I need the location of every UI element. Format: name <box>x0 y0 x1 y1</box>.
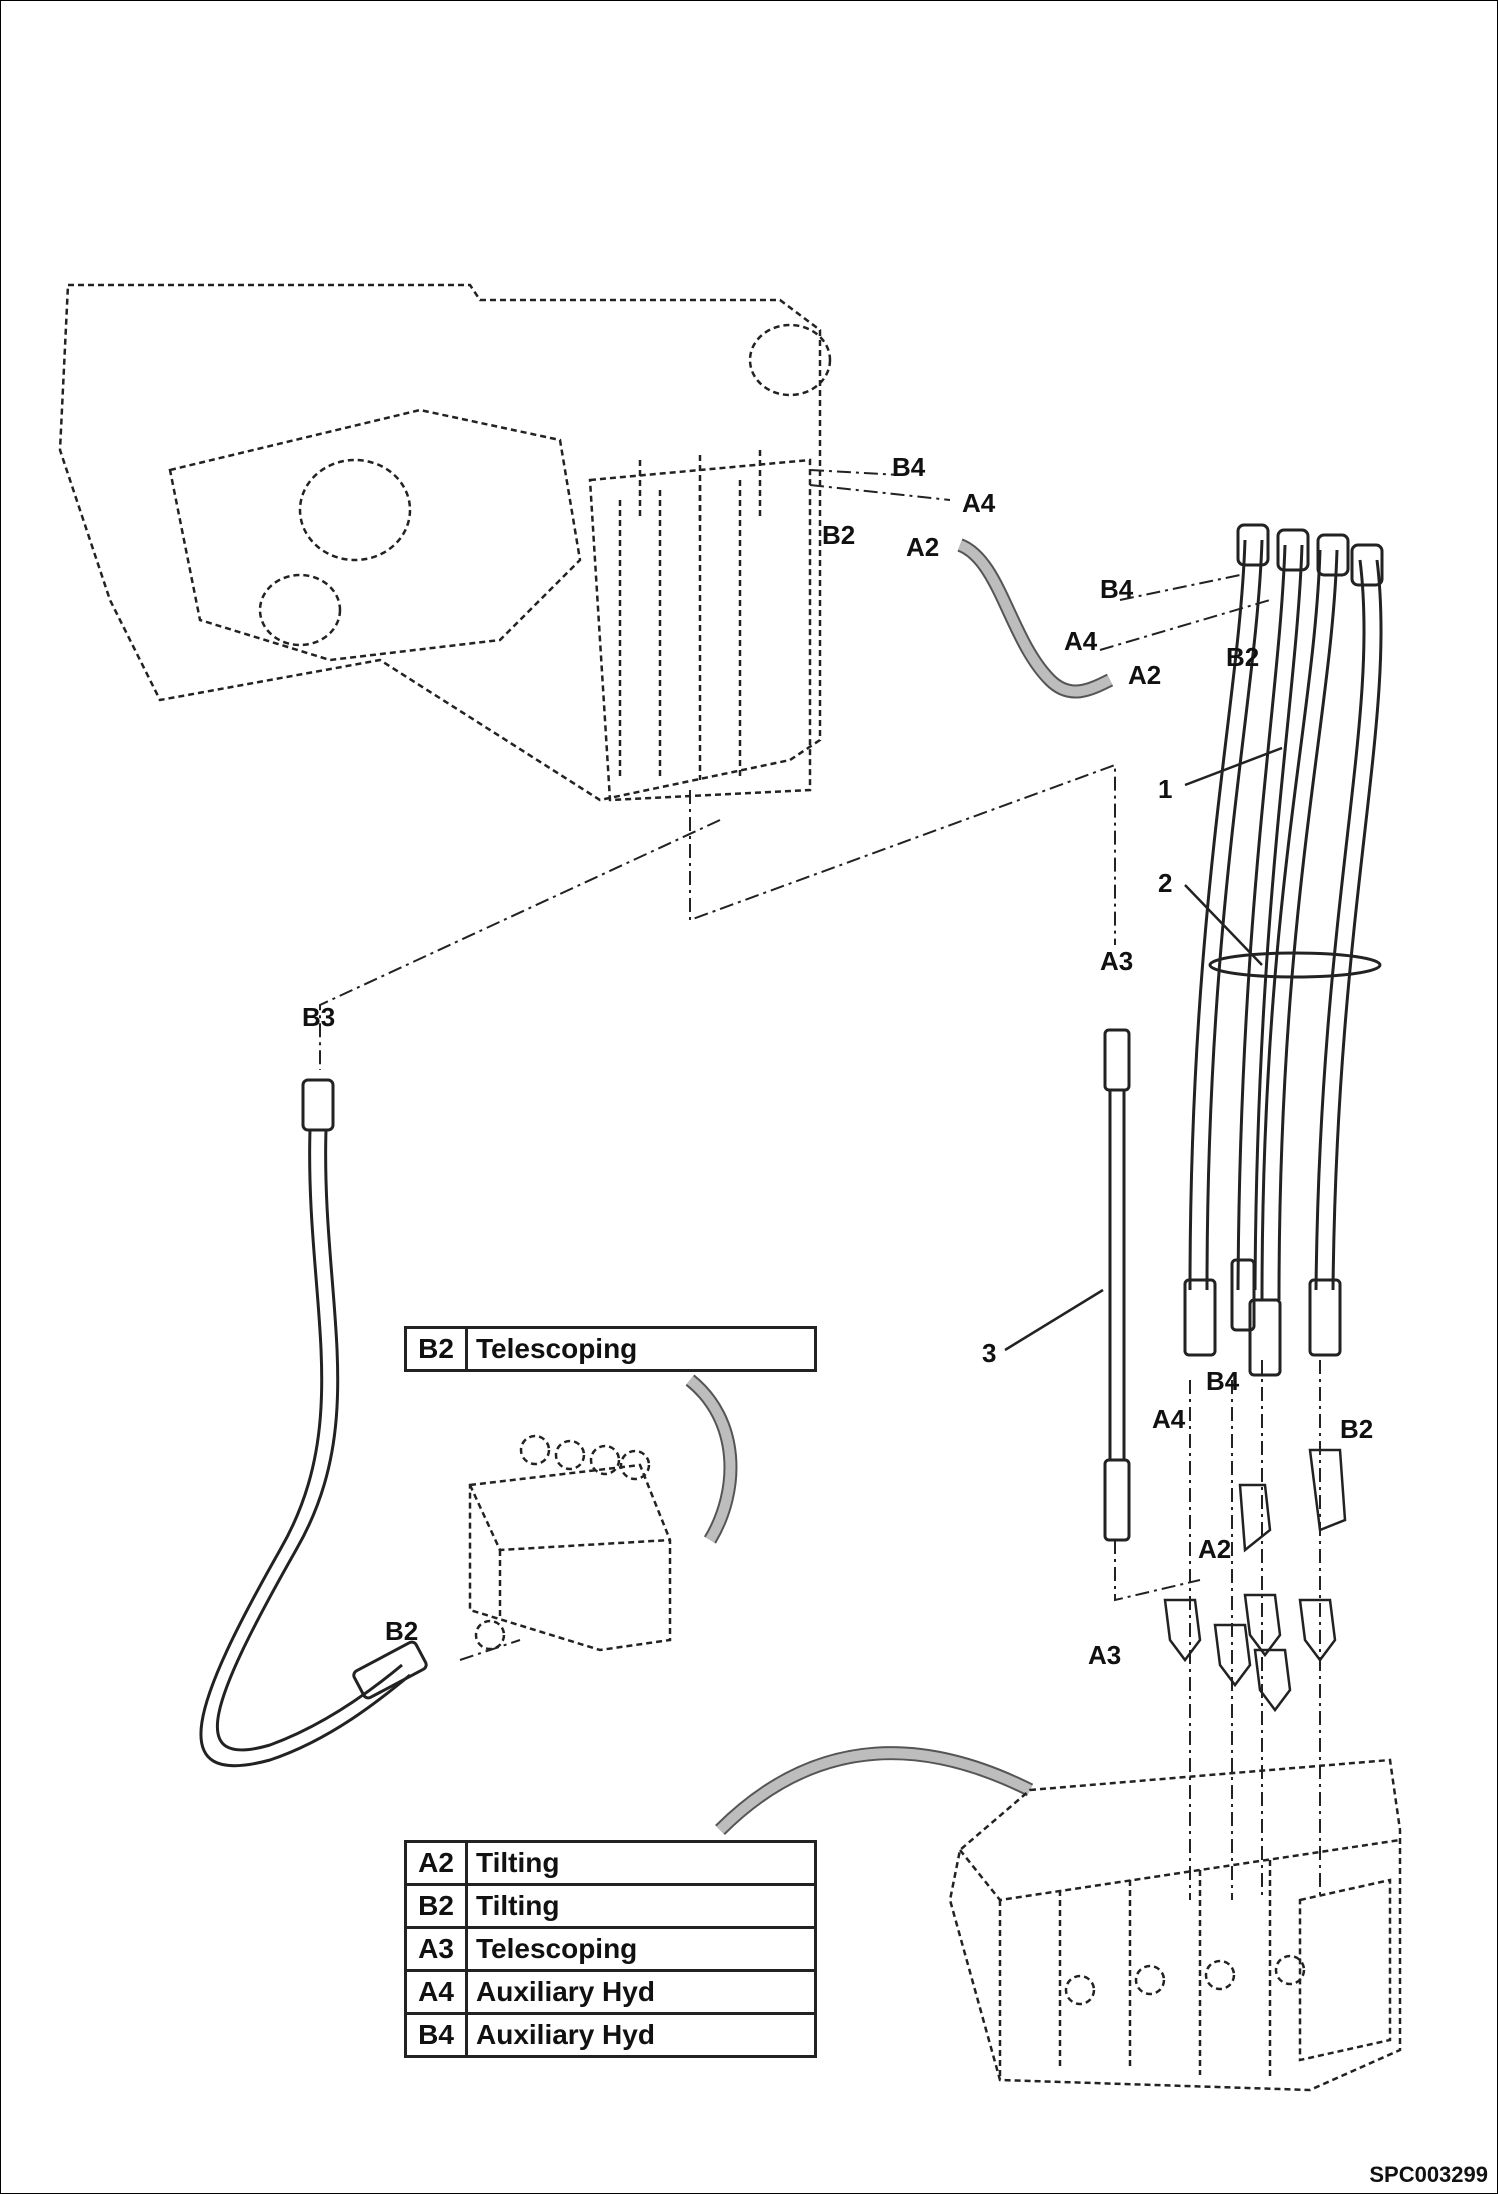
small-valve-block <box>468 1434 672 1652</box>
figure-code: SPC003299 <box>1369 2162 1488 2187</box>
hose-bundle <box>1183 523 1384 1377</box>
connection-label-group: B4 A4 B2 A2 B4 A4 A2 B2 B3 A3 B4 A4 B2 A… <box>302 452 1373 1670</box>
label-b3: B3 <box>302 1002 335 1032</box>
port-function: Tilting <box>465 1840 817 1886</box>
label-lower-a3: A3 <box>1088 1640 1121 1670</box>
label-top-b2: B2 <box>822 520 855 550</box>
hose-b3-b2 <box>199 1078 428 1768</box>
label-hose-b4: B4 <box>1100 574 1134 604</box>
label-hose-a4: A4 <box>1064 626 1098 656</box>
port-code: A4 <box>404 1969 468 2015</box>
main-valve-bank-phantom <box>948 1758 1402 2092</box>
tube-item-3 <box>1103 1028 1131 1542</box>
label-valve-b2: B2 <box>385 1616 418 1646</box>
label-top-a2: A2 <box>906 532 939 562</box>
fittings <box>1163 1448 1347 1713</box>
port-code: B2 <box>404 1883 468 1929</box>
label-lower-a4: A4 <box>1152 1404 1186 1434</box>
label-top-a4: A4 <box>962 488 996 518</box>
port-function: Tilting <box>465 1883 817 1929</box>
routing-lines <box>319 469 1321 1900</box>
table-row: A2 Tilting <box>404 1840 817 1886</box>
callout-3: 3 <box>982 1338 996 1368</box>
port-code: B2 <box>404 1326 468 1372</box>
table-row: B4 Auxiliary Hyd <box>404 2012 817 2058</box>
port-code: B4 <box>404 2012 468 2058</box>
table-row: B2 Telescoping <box>404 1326 817 1372</box>
port-function: Auxiliary Hyd <box>465 2012 817 2058</box>
port-code: A3 <box>404 1926 468 1972</box>
callout-1: 1 <box>1158 774 1172 804</box>
callout-2: 2 <box>1158 868 1172 898</box>
table-row: A3 Telescoping <box>404 1926 817 1972</box>
port-function: Auxiliary Hyd <box>465 1969 817 2015</box>
label-lower-a2: A2 <box>1198 1534 1231 1564</box>
label-hose-a2: A2 <box>1128 660 1161 690</box>
table-row: B2 Tilting <box>404 1883 817 1929</box>
table-row: A4 Auxiliary Hyd <box>404 1969 817 2015</box>
callout-leaders <box>1004 746 1283 1352</box>
boom-assembly-phantom <box>58 283 832 802</box>
port-function: Telescoping <box>465 1926 817 1972</box>
port-code: A2 <box>404 1840 468 1886</box>
port-table-telescoping: B2 Telescoping <box>404 1326 817 1372</box>
callout-number-group: 1 2 3 <box>982 774 1172 1368</box>
label-lower-b4: B4 <box>1206 1366 1240 1396</box>
label-mid-a3: A3 <box>1100 946 1133 976</box>
label-top-b4: B4 <box>892 452 926 482</box>
port-table-main-valve: A2 Tilting B2 Tilting A3 Telescoping A4 … <box>404 1840 817 2058</box>
label-hose-b2: B2 <box>1226 642 1259 672</box>
label-lower-b2: B2 <box>1340 1414 1373 1444</box>
port-function: Telescoping <box>465 1326 817 1372</box>
